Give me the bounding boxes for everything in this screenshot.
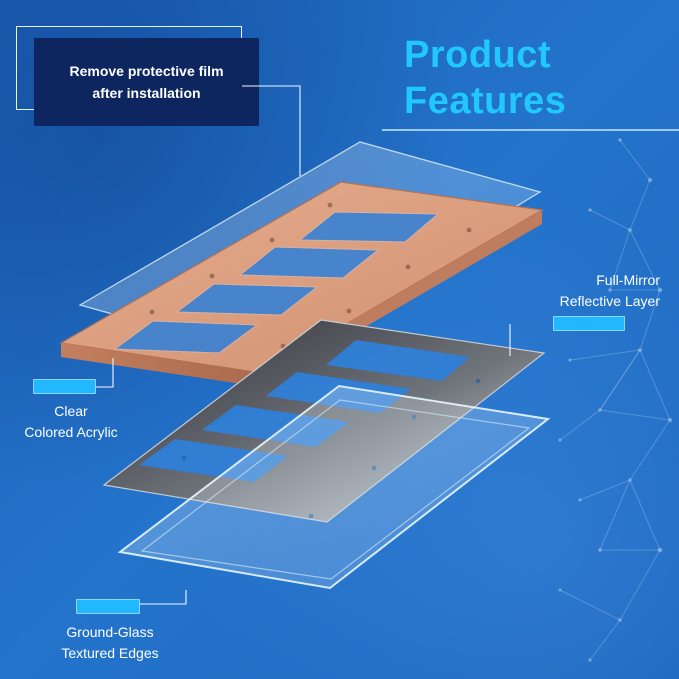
note-box: Remove protective film after installatio… — [34, 38, 259, 126]
note-callout-line — [242, 85, 301, 176]
ground-accent-bar — [76, 599, 140, 614]
mirror-label-line-1: Full-Mirror — [596, 272, 660, 288]
clear-acrylic-label: Clear Colored Acrylic — [6, 401, 136, 443]
title-line-1: Product — [404, 34, 552, 76]
ground-glass-layer — [117, 384, 551, 590]
mirror-label: Full-Mirror Reflective Layer — [510, 270, 660, 312]
clear-label-line-1: Clear — [54, 403, 88, 419]
mirror-label-line-2: Reflective Layer — [559, 293, 660, 309]
note-line-1: Remove protective film — [69, 63, 224, 79]
features-title: Product Features — [404, 32, 664, 124]
note-line-2: after installation — [92, 85, 201, 101]
clear-callout-line — [96, 358, 114, 388]
mirror-accent-bar — [553, 316, 625, 331]
ground-label-line-2: Textured Edges — [61, 645, 159, 661]
copper-faceplate-edge — [61, 343, 262, 387]
title-divider — [382, 129, 679, 131]
clear-accent-bar — [33, 379, 96, 394]
ground-glass-label: Ground-Glass Textured Edges — [40, 622, 180, 664]
title-line-2: Features — [404, 80, 567, 122]
ground-label-line-1: Ground-Glass — [66, 624, 154, 640]
ground-glass-inner-edge — [140, 399, 531, 580]
network-pattern — [558, 138, 673, 662]
ground-callout-line — [140, 590, 187, 605]
clear-label-line-2: Colored Acrylic — [24, 424, 118, 440]
